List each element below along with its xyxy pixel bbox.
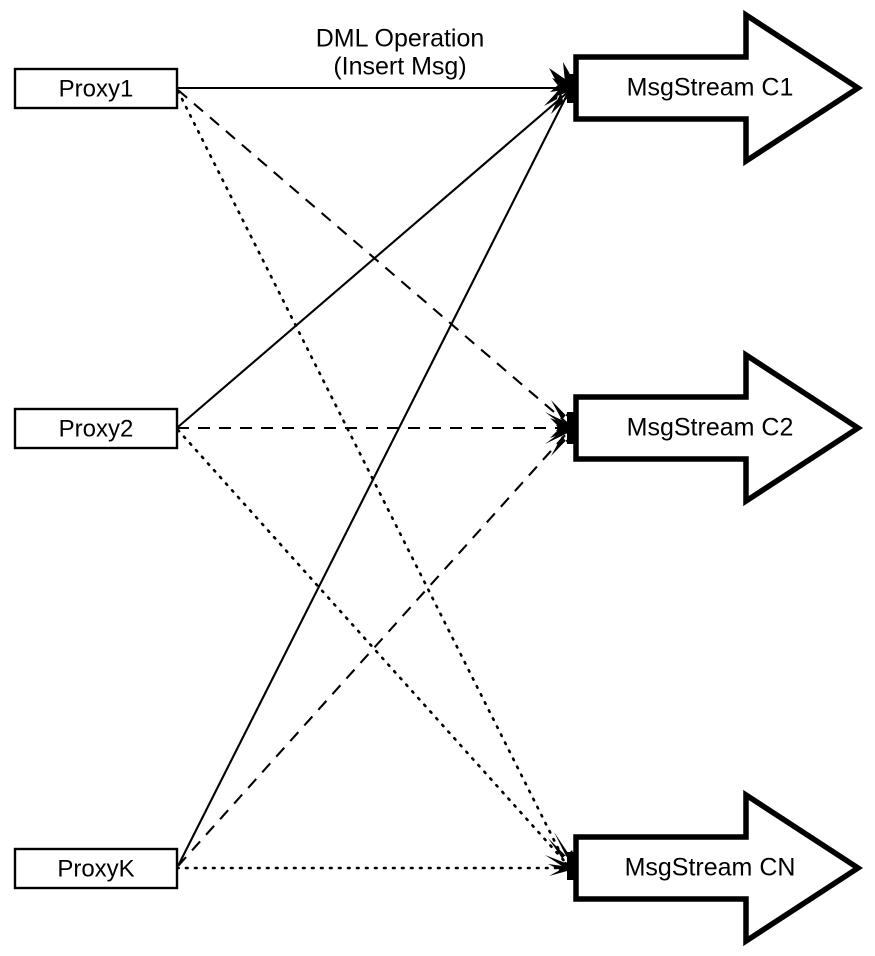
edge-proxy1-to-stream-c2 — [177, 89, 569, 425]
edge-caption-line2: (Insert Msg) — [333, 53, 466, 81]
proxy-label-proxyk: ProxyK — [57, 855, 134, 882]
edge-proxyk-to-stream-c2 — [177, 431, 569, 867]
stream-arrow-stream-c2[interactable]: MsgStream C2 — [573, 349, 864, 507]
edge-caption-dml-operation: DML Operation (Insert Msg) — [316, 25, 485, 81]
proxy-label-proxy2: Proxy2 — [59, 415, 134, 442]
proxy-node-proxy2[interactable]: Proxy2 — [13, 407, 179, 450]
stream-label-c1: MsgStream C1 — [627, 74, 794, 102]
proxy-node-proxy1[interactable]: Proxy1 — [13, 67, 179, 110]
stream-arrow-stream-cn[interactable]: MsgStream CN — [573, 789, 864, 947]
edge-proxyk-to-stream-c1 — [177, 92, 569, 867]
edge-proxy2-to-stream-cn — [176, 428, 569, 866]
proxy-label-proxy1: Proxy1 — [59, 75, 134, 102]
edge-proxy2-to-stream-c1 — [177, 91, 569, 428]
edge-group-proxyk — [175, 92, 569, 870]
edge-group-proxy2 — [176, 91, 569, 866]
edge-proxy1-to-stream-cn — [176, 89, 568, 866]
stream-label-cn: MsgStream CN — [625, 854, 796, 882]
arrowhead-cluster-stream-c2 — [545, 400, 579, 456]
edge-caption-line1: DML Operation — [316, 25, 485, 53]
proxy-node-proxyk[interactable]: ProxyK — [13, 847, 179, 890]
edge-group-proxy1 — [176, 86, 569, 866]
stream-arrow-stream-c1[interactable]: MsgStream C1 — [573, 9, 864, 167]
stream-label-c2: MsgStream C2 — [627, 414, 794, 442]
